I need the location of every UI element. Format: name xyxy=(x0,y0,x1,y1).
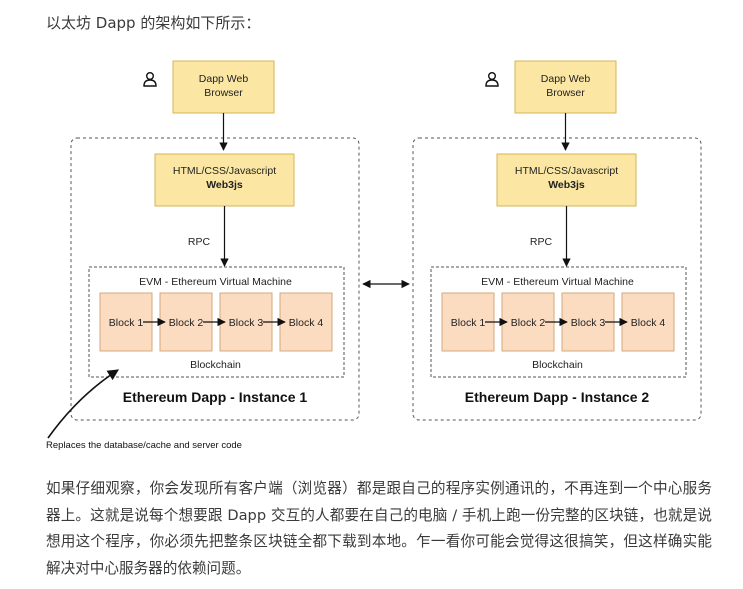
instance-title: Ethereum Dapp - Instance 2 xyxy=(465,389,650,405)
evm-frame xyxy=(430,266,687,378)
user-icon xyxy=(143,71,157,87)
annotation-arrow xyxy=(47,369,119,439)
web3-label-line2: Web3js xyxy=(548,179,585,191)
web3-label-line2: Web3js xyxy=(206,179,243,191)
instance-2-frame xyxy=(412,137,702,421)
blockchain-label: Blockchain xyxy=(532,359,583,371)
block-3-label: Block 3 xyxy=(571,317,606,329)
browser-box xyxy=(172,60,275,114)
rpc-label: RPC xyxy=(188,236,211,248)
web3-box xyxy=(496,153,637,207)
block-3-label: Block 3 xyxy=(229,317,264,329)
browser-label-line2: Browser xyxy=(546,87,585,99)
browser-label-line1: Dapp Web xyxy=(199,73,249,85)
block-4-label: Block 4 xyxy=(631,317,666,329)
user-icon xyxy=(485,71,499,87)
instance-1-frame xyxy=(70,137,360,421)
evm-label: EVM - Ethereum Virtual Machine xyxy=(481,276,634,288)
block-2-label: Block 2 xyxy=(169,317,204,329)
instance-2: Dapp Web Browser HTML/CSS/Javascript Web… xyxy=(412,60,702,421)
block-1-label: Block 1 xyxy=(451,317,486,329)
web3-label-line1: HTML/CSS/Javascript xyxy=(515,165,618,177)
instance-1: Dapp Web Browser HTML/CSS/Javascript Web… xyxy=(70,60,360,421)
instance-title: Ethereum Dapp - Instance 1 xyxy=(123,389,308,405)
block-4-box xyxy=(279,292,333,352)
architecture-diagram: Dapp Web Browser HTML/CSS/Javascript Web… xyxy=(46,60,702,451)
browser-label-line2: Browser xyxy=(204,87,243,99)
outro-paragraph: 如果仔细观察，你会发现所有客户端（浏览器）都是跟自己的程序实例通讯的，不再连到一… xyxy=(46,480,712,577)
browser-label-line1: Dapp Web xyxy=(541,73,591,85)
block-1-label: Block 1 xyxy=(109,317,144,329)
block-4-label: Block 4 xyxy=(289,317,324,329)
rpc-label: RPC xyxy=(530,236,553,248)
evm-label: EVM - Ethereum Virtual Machine xyxy=(139,276,292,288)
annotation-text: Replaces the database/cache and server c… xyxy=(46,440,242,451)
evm-frame xyxy=(88,266,345,378)
web3-label-line1: HTML/CSS/Javascript xyxy=(173,165,276,177)
intro-text: 以太坊 Dapp 的架构如下所示： xyxy=(46,14,261,32)
block-2-label: Block 2 xyxy=(511,317,546,329)
blockchain-label: Blockchain xyxy=(190,359,241,371)
